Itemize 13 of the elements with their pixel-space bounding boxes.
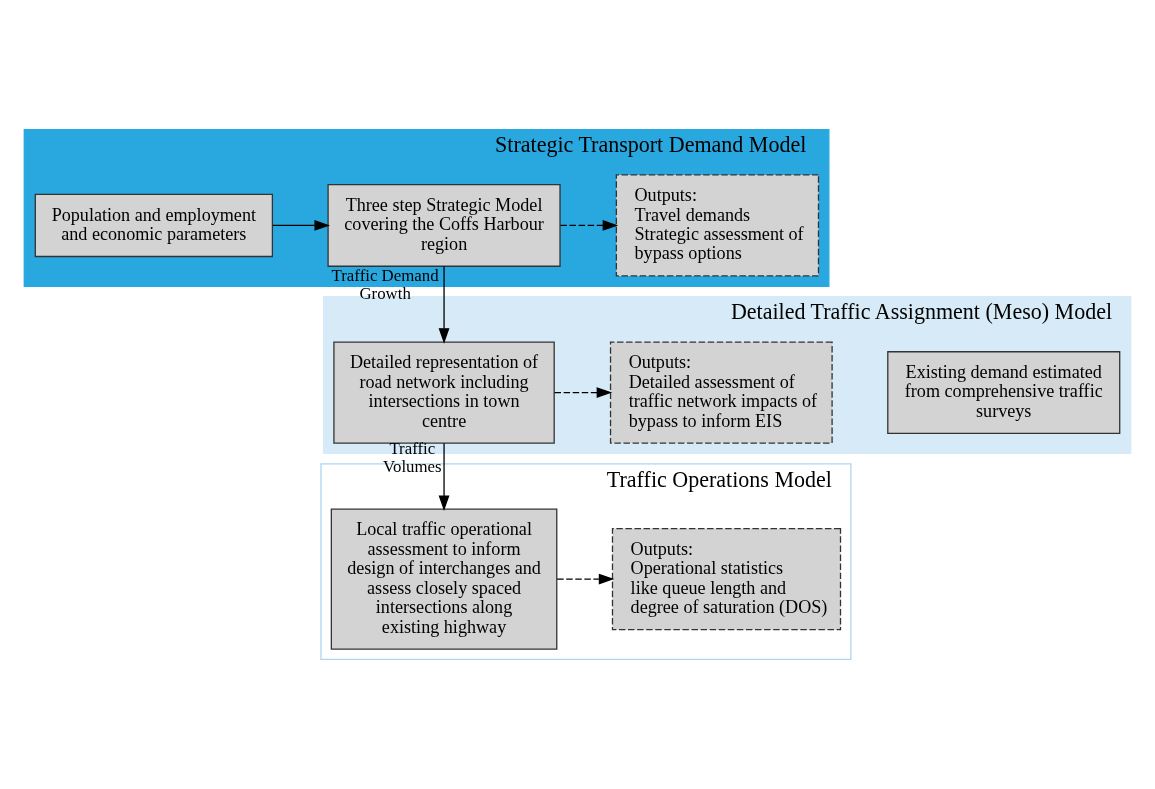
arrow: [559, 219, 619, 231]
node-box: Population and employment and economic parameters: [34, 193, 274, 258]
arrow: [553, 387, 613, 398]
node-box: Outputs: Operational statistics like queue length and degree of saturation (DOS): [611, 527, 842, 631]
node-box: Three step Strategic Model covering the Coffs Harbour region: [327, 183, 561, 267]
node-box: Local traffic operational assessment to inform design of interchanges and assess closely spaced intersections along existing highway: [330, 508, 558, 650]
node-box: Existing demand estimated from comprehensive traffic surveys: [887, 351, 1121, 434]
arrow: [272, 219, 330, 231]
arrow: [438, 265, 450, 344]
node-box: Outputs: Travel demands Strategic assessment of bypass options: [615, 174, 820, 277]
arrow: [556, 573, 615, 585]
node-box: Outputs: Detailed assessment of traffic network impacts of bypass to inform EIS: [609, 341, 833, 444]
arrow: [438, 442, 450, 511]
